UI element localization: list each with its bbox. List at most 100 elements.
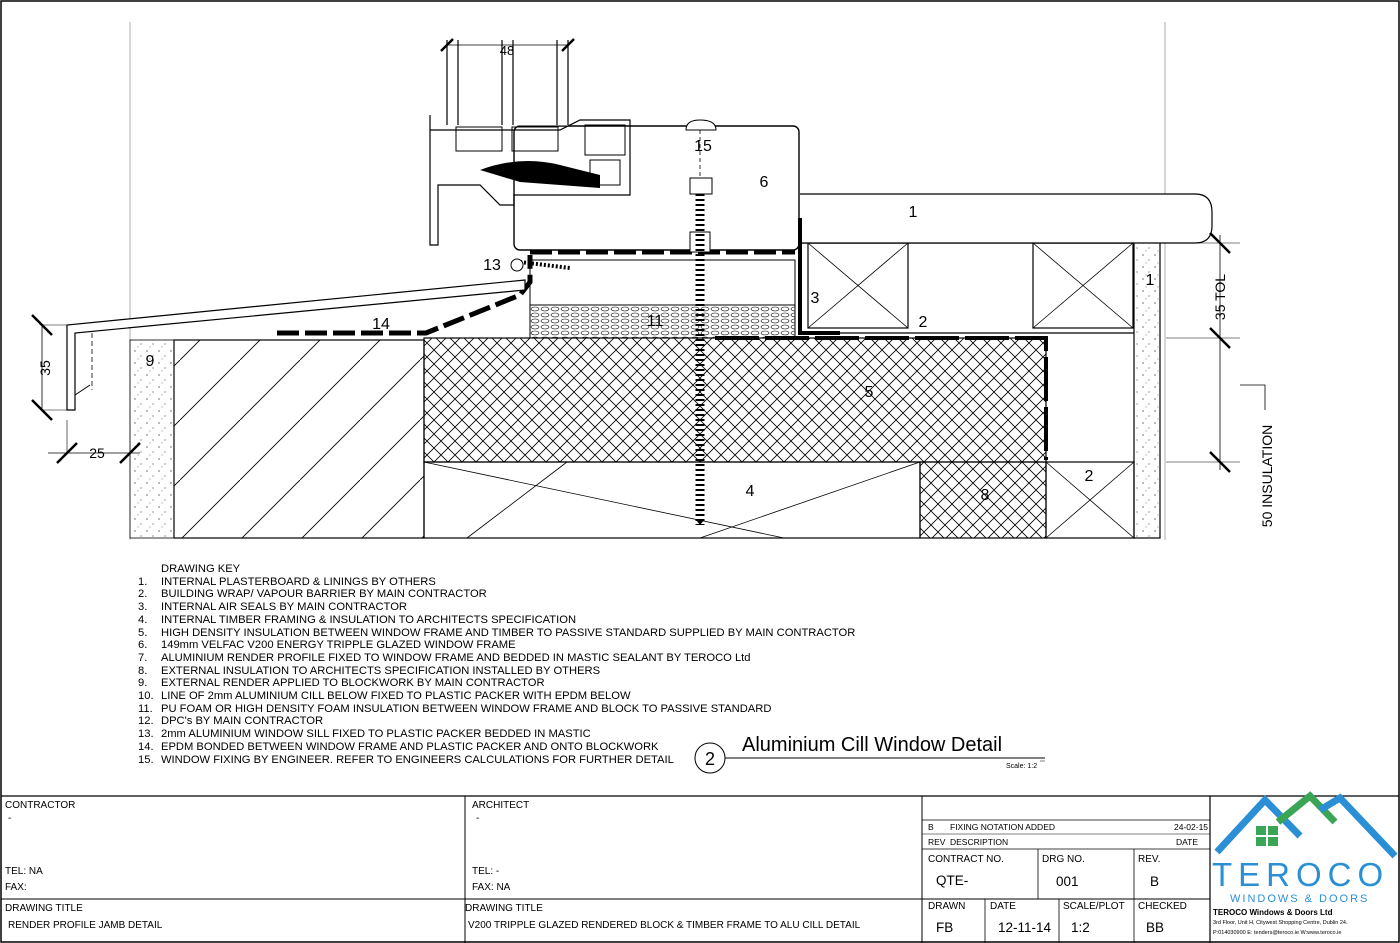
drawing-key: DRAWING KEY 1.INTERNAL PLASTERBOARD & LI… <box>138 563 855 766</box>
logo-contact: P:014030900 E: tenders@teroco.ie W:www.t… <box>1213 930 1342 936</box>
contractor-label: CONTRACTOR <box>5 800 76 811</box>
drawing-key-item-text: 2mm ALUMINIUM WINDOW SILL FIXED TO PLAST… <box>161 728 591 741</box>
drawing-key-item-number: 6. <box>138 639 148 652</box>
callout-13: 13 <box>483 257 501 274</box>
drawing-key-item-number: 15. <box>138 753 154 766</box>
drawn-value: FB <box>936 920 954 935</box>
checked-label: CHECKED <box>1138 901 1187 912</box>
drawing-key-item: 3. INTERNAL AIR SEALS BY MAIN CONTRACTOR <box>138 601 855 614</box>
callout-11: 11 <box>647 313 664 330</box>
drg-no-label: DRG NO. <box>1042 854 1085 865</box>
architect-tel: TEL: - <box>472 866 500 877</box>
logo-company: TEROCO Windows & Doors Ltd <box>1213 908 1333 917</box>
drawing-key-item-text: EPDM BONDED BETWEEN WINDOW FRAME AND PLA… <box>161 740 659 753</box>
revision-letter: B <box>928 822 934 832</box>
drawing-key-item: 2.BUILDING WRAP/ VAPOUR BARRIER BY MAIN … <box>138 588 855 601</box>
drawing-title-1: RENDER PROFILE JAMB DETAIL <box>8 920 163 931</box>
callout-6: 6 <box>760 174 769 191</box>
contract-no-value: QTE- <box>936 873 969 888</box>
drawing-key-item-text: BUILDING WRAP/ VAPOUR BARRIER BY MAIN CO… <box>161 588 487 601</box>
callout-9: 9 <box>146 353 155 370</box>
callout-4: 4 <box>746 483 755 500</box>
drawing-title-label-2: DRAWING TITLE <box>465 903 543 914</box>
drawing-key-item: 5. HIGH DENSITY INSULATION BETWEEN WINDOW… <box>138 627 855 640</box>
drawing-key-item-number: 7. <box>138 651 148 664</box>
drawing-key-item-number: 14. <box>138 740 154 753</box>
drawing-key-item: 7.ALUMINIUM RENDER PROFILE FIXED TO WIND… <box>138 652 855 665</box>
callout-5: 5 <box>865 384 874 401</box>
drawing-key-item: 15. WINDOW FIXING BY ENGINEER. REFER TO E… <box>138 754 855 767</box>
drawing-key-item: 13. 2mm ALUMINIUM WINDOW SILL FIXED TO PL… <box>138 728 855 741</box>
drawing-key-item-text: HIGH DENSITY INSULATION BETWEEN WINDOW F… <box>161 626 856 639</box>
drawing-key-item: 14. EPDM BONDED BETWEEN WINDOW FRAME AND … <box>138 741 855 754</box>
architect-fax: FAX: NA <box>472 882 511 893</box>
callout-1-window-board: 1 <box>909 204 918 221</box>
checked-value: BB <box>1146 920 1165 935</box>
drawing-key-item-number: 5. <box>138 626 148 639</box>
drawing-key-item-text: PU FOAM OR HIGH DENSITY FOAM INSULATION … <box>161 702 772 715</box>
drawing-key-item-text: 149mm VELFAC V200 ENERGY TRIPPLE GLAZED … <box>161 639 516 652</box>
callout-2-upper: 2 <box>919 314 928 331</box>
contractor-tel: TEL: NA <box>5 866 43 877</box>
drawing-key-item-number: 9. <box>138 677 148 690</box>
drawing-key-item-number: 1. <box>138 575 148 588</box>
drg-no-value: 001 <box>1056 874 1079 889</box>
rev-header-description: DESCRIPTION <box>950 837 1009 847</box>
callout-3: 3 <box>811 290 820 307</box>
architect-label: ARCHITECT <box>472 800 530 811</box>
detail-number: 2 <box>705 749 715 769</box>
logo-tagline: WINDOWS & DOORS <box>1230 893 1370 905</box>
drawing-key-item-text: EXTERNAL RENDER APPLIED TO BLOCKWORK BY … <box>161 677 545 690</box>
callout-1-plasterboard: 1 <box>1146 272 1155 289</box>
logo-address: 3rd Floor, Unit H, Citywest Shopping Cen… <box>1213 920 1348 926</box>
drawing-key-item-text: LINE OF 2mm ALUMINIUM CILL BELOW FIXED T… <box>161 690 631 703</box>
date-label: DATE <box>990 901 1016 912</box>
drawing-key-item: 10. LINE OF 2mm ALUMINIUM CILL BELOW FIXE… <box>138 690 855 703</box>
contractor-fax: FAX: <box>5 882 27 893</box>
drawing-key-item-text: EXTERNAL INSULATION TO ARCHITECTS SPECIF… <box>161 664 601 677</box>
drawing-key-item-number: 11. <box>138 702 153 715</box>
drawing-key-item-number: 12. <box>138 715 154 728</box>
drawing-key-item: 4.INTERNAL TIMBER FRAMING & INSULATION T… <box>138 614 855 627</box>
drawing-key-item-text: INTERNAL AIR SEALS BY MAIN CONTRACTOR <box>161 601 407 614</box>
drawing-key-item-text: DPC's BY MAIN CONTRACTOR <box>161 715 324 728</box>
callout-14: 14 <box>372 316 390 333</box>
drawing-key-item: 8. EXTERNAL INSULATION TO ARCHITECTS SPEC… <box>138 665 855 678</box>
drawing-key-item-number: 4. <box>138 613 148 626</box>
drawing-key-item: 12. DPC's BY MAIN CONTRACTOR <box>138 715 855 728</box>
dim-25-label: 25 <box>89 445 105 461</box>
dim-50-insulation-label: 50 INSULATION <box>1259 425 1275 527</box>
rev-value: B <box>1150 874 1160 889</box>
drawing-key-item-number: 3. <box>138 601 148 614</box>
dim-35-label: 35 <box>37 360 53 376</box>
scale-value: 1:2 <box>1071 920 1090 935</box>
rev-header-date: DATE <box>1176 837 1199 847</box>
rev-label: REV. <box>1138 854 1161 865</box>
drawing-key-item-number: 13. <box>138 728 154 741</box>
revision-date: 24-02-15 <box>1174 822 1209 832</box>
callout-8: 8 <box>981 487 990 504</box>
drawing-key-item: 6. 149mm VELFAC V200 ENERGY TRIPPLE GLAZE… <box>138 639 855 652</box>
drawing-key-item-text: WINDOW FIXING BY ENGINEER. REFER TO ENGI… <box>161 753 674 766</box>
drawn-label: DRAWN <box>928 901 966 912</box>
detail-scale: Scale: 1:2 <box>1006 763 1038 770</box>
drawing-key-item: 11. PU FOAM OR HIGH DENSITY FOAM INSULATI… <box>138 703 855 716</box>
detail-title: Aluminium Cill Window Detail <box>742 734 1003 756</box>
rev-header-rev: REV <box>928 837 946 847</box>
drawing-key-item-number: 8. <box>138 664 148 677</box>
drawing-key-item: 9. EXTERNAL RENDER APPLIED TO BLOCKWORK B… <box>138 677 855 690</box>
callout-2-lower: 2 <box>1085 468 1094 485</box>
callout-15: 15 <box>694 138 712 155</box>
drawing-title-label-1: DRAWING TITLE <box>5 903 83 914</box>
scale-label: SCALE/PLOT <box>1063 901 1125 912</box>
architect-value: - <box>476 813 480 824</box>
drawing-key-list: 1.INTERNAL PLASTERBOARD & LININGS BY OTH… <box>138 576 855 767</box>
drawing-key-item-number: 10. <box>138 690 154 703</box>
revision-description: FIXING NOTATION ADDED <box>950 822 1055 832</box>
drawing-key-item: 1.INTERNAL PLASTERBOARD & LININGS BY OTH… <box>138 576 855 589</box>
date-value: 12-11-14 <box>998 920 1052 935</box>
dim-48-label: 48 <box>500 43 514 58</box>
drawing-key-heading: DRAWING KEY <box>161 563 241 575</box>
dim-35-tol-label: 35 TOL <box>1212 274 1228 320</box>
